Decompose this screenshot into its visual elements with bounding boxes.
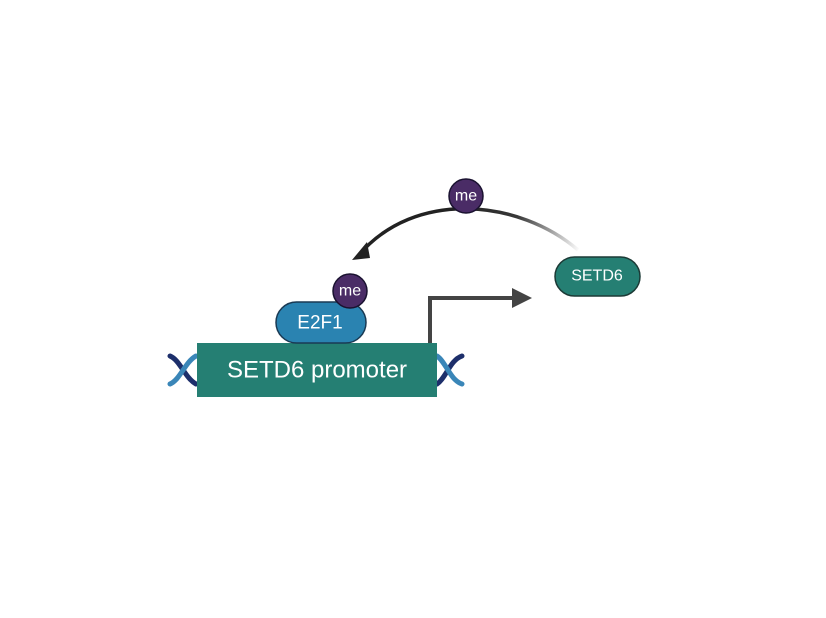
methyl-mark-on-e2f1: me [332, 273, 368, 309]
promoter-label: SETD6 promoter [227, 357, 407, 384]
bent-arrow-icon [428, 288, 532, 343]
setd6-label: SETD6 [571, 268, 623, 285]
curved-arrow-icon [352, 207, 580, 260]
e2f1-protein: E2F1 [275, 301, 367, 344]
dna-helix-icon [167, 353, 465, 387]
me-on-arrow-label: me [455, 188, 477, 205]
methyl-mark-on-arrow: me [448, 178, 484, 214]
setd6-protein: SETD6 [554, 256, 641, 297]
me-on-e2f1-label: me [339, 283, 361, 300]
setd6-promoter-box: SETD6 promoter [197, 343, 437, 397]
e2f1-label: E2F1 [297, 313, 342, 334]
